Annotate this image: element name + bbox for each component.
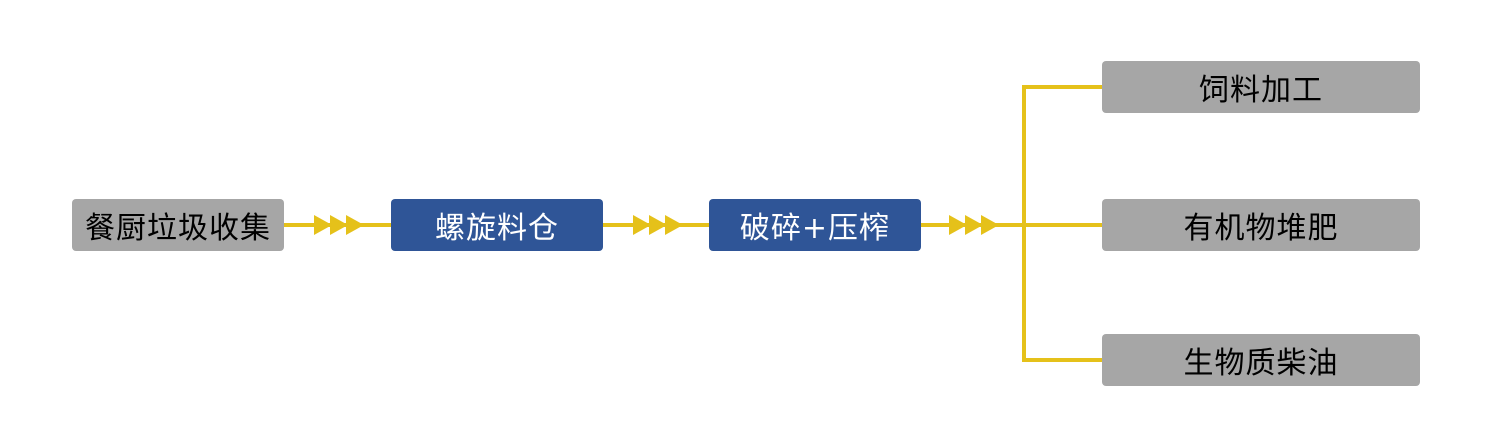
arrowhead <box>346 215 364 235</box>
arrowhead <box>965 215 983 235</box>
node-food-waste-collection: 餐厨垃圾收集 <box>72 199 284 251</box>
triple-arrow-3 <box>949 215 999 235</box>
arrowhead <box>981 215 999 235</box>
node-organic-compost: 有机物堆肥 <box>1102 199 1420 251</box>
node-screw-silo: 螺旋料仓 <box>391 199 603 251</box>
node-biodiesel: 生物质柴油 <box>1102 334 1420 386</box>
arrowhead <box>314 215 332 235</box>
arrowhead <box>330 215 348 235</box>
node-feed-processing: 饲料加工 <box>1102 61 1420 113</box>
arrowhead <box>649 215 667 235</box>
triple-arrow-2 <box>633 215 683 235</box>
arrowhead <box>949 215 967 235</box>
arrowhead <box>665 215 683 235</box>
node-crush-press: 破碎+压榨 <box>709 199 921 251</box>
triple-arrow-1 <box>314 215 364 235</box>
arrowhead <box>633 215 651 235</box>
